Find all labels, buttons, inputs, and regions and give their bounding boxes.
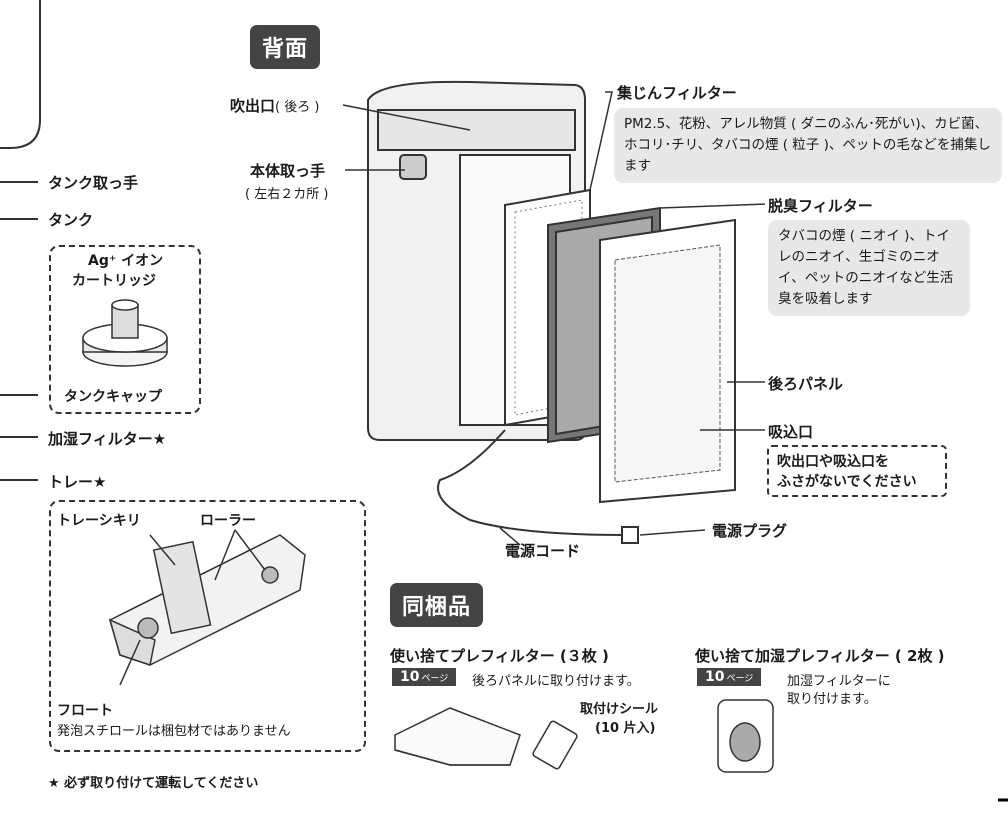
body-handle-label: 本体取っ手 [250, 162, 326, 180]
warning-line-1: 吹出口や吸込口を [777, 454, 889, 470]
seal-label-1: 取付けシール [580, 702, 659, 717]
humid-prefilter-title: 使い捨て加湿プレフィルター ( 2枚 ) [695, 647, 945, 665]
cartridge-label-1: Ag⁺ イオン [88, 253, 164, 269]
plug-label: 電源プラグ [712, 522, 788, 540]
prefilter-drawing [394, 707, 521, 766]
body-handle-sub: ( 左右２カ所 ) [245, 187, 329, 202]
float-note: 発泡スチロールは梱包材ではありません [57, 724, 291, 739]
deodor-filter-note: タバコの煙 ( ニオイ )、トイレのニオイ、生ゴミのニオイ、ペットのニオイなど生… [768, 220, 970, 316]
outlet-label: 吹出口( 後ろ ) [230, 97, 320, 115]
back-panel-label: 後ろパネル [768, 375, 844, 393]
humid-prefilter-desc-1: 加湿フィルターに [787, 674, 891, 689]
warning-box [767, 445, 947, 497]
power-cord-drawing [437, 429, 626, 536]
seal-drawing [532, 720, 578, 770]
tray-label: トレー★ [48, 473, 107, 491]
leader-dust-filter [589, 91, 613, 191]
back-view-header: 背面 [250, 25, 321, 69]
humid-filter-label: 加湿フィルター★ [48, 430, 167, 448]
cartridge-label-2: カートリッジ [72, 273, 156, 289]
leader-plug [639, 529, 706, 536]
accessories-header: 同梱品 [390, 583, 484, 627]
tray-shikiri-label: トレーシキリ [57, 513, 141, 529]
tank-label: タンク [48, 211, 94, 229]
leader-cord [499, 527, 521, 546]
inlet-label: 吸込口 [768, 423, 814, 441]
back-panel-drawing [599, 218, 736, 504]
dust-filter-note: PM2.5、花粉、アレル物質 ( ダニのふん･死がい)、カビ菌、ホコリ･チリ、タ… [614, 108, 1002, 183]
tank-cap-label: タンクキャップ [64, 389, 162, 405]
roller-label: ローラー [200, 513, 256, 529]
prefilter-title: 使い捨てプレフィルター (３枚 ) [390, 647, 609, 665]
tank-cap-drawing [82, 299, 168, 367]
deodor-filter-label: 脱臭フィルター [768, 197, 873, 215]
plug-drawing [621, 526, 639, 544]
tank-handle-label: タンク取っ手 [48, 174, 139, 192]
seal-label-2: (10 片入) [595, 721, 656, 736]
footnote: ★ 必ず取り付けて運転してください [48, 776, 259, 791]
leader-deodor-filter [659, 203, 766, 209]
bracket-line [0, 0, 41, 149]
tray-box [49, 500, 366, 752]
tray-drawing [108, 529, 306, 686]
humid-prefilter-desc-2: 取り付けます。 [787, 692, 877, 707]
dust-filter-label: 集じんフィルター [617, 84, 737, 102]
cartridge-box [49, 245, 201, 414]
humid-prefilter-drawing [717, 699, 774, 773]
prefilter-desc: 後ろパネルに取り付けます。 [472, 674, 640, 689]
leader-outlet [342, 104, 471, 131]
float-label: フロート [57, 703, 113, 719]
cord-label: 電源コード [505, 542, 581, 560]
warning-line-2: ふさがないでください [777, 474, 917, 490]
